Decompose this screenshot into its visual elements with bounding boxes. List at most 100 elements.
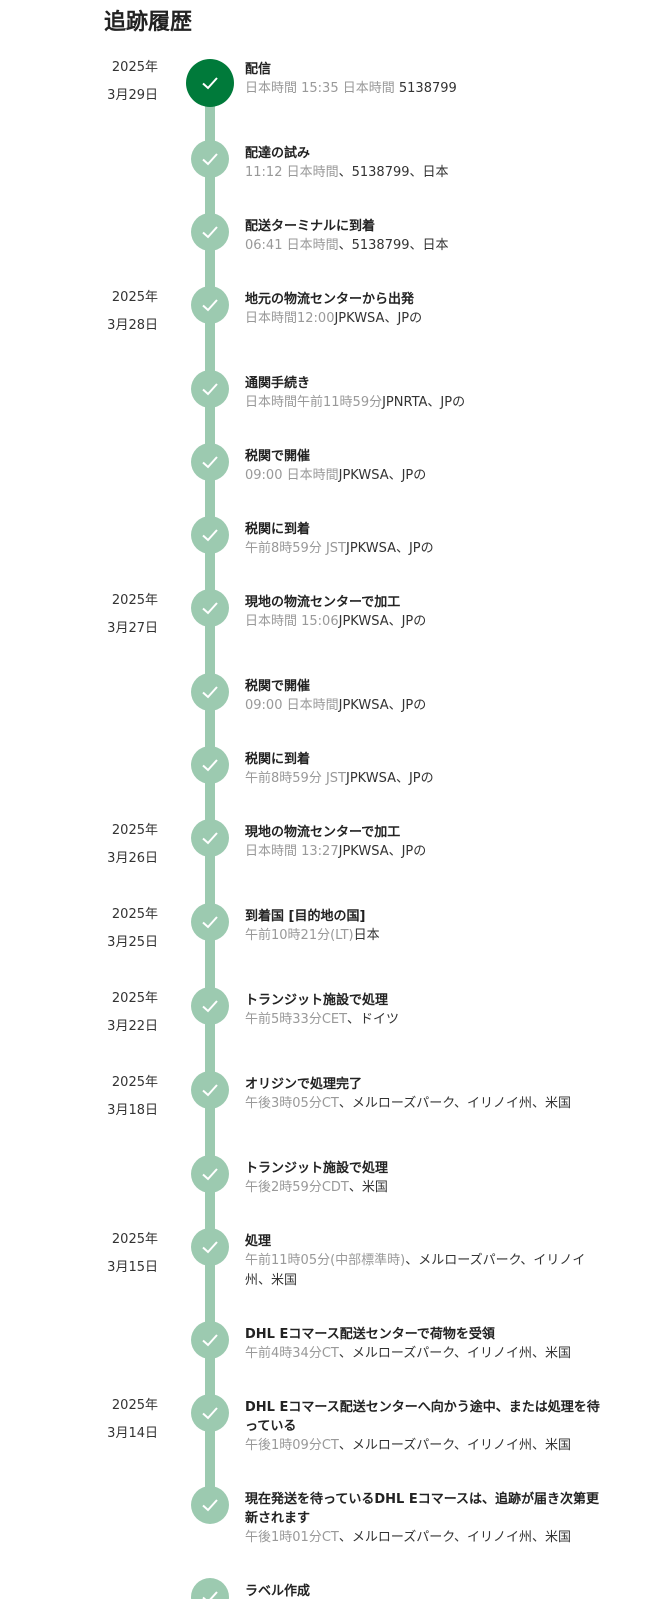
page-title: 追跡履歴	[104, 10, 193, 35]
event-title: DHL Eコマース配送センターで荷物を受領	[245, 1327, 495, 1342]
event-date	[0, 1153, 158, 1198]
event-content: 税関で開催 09:00 日本時間JPKWSA、JPの	[245, 447, 610, 486]
timeline-event: 税関に到着 午前8時59分 JSTJPKWSA、JPの	[0, 746, 665, 823]
event-detail: 日本時間 15:06JPKWSA、JPの	[245, 612, 610, 632]
event-location: JPKWSA、JPの	[338, 844, 427, 859]
completed-check-icon	[191, 1155, 229, 1193]
event-time: 午後1時09分CT	[245, 1438, 339, 1453]
current-status-check-icon	[186, 59, 234, 107]
event-title: 配信	[245, 62, 272, 77]
event-date	[0, 514, 158, 559]
event-title: 税関で開催	[245, 679, 311, 694]
event-detail: 午後2時59分CDT、米国	[245, 1178, 610, 1198]
event-title: 配送ターミナルに到着	[245, 219, 376, 234]
completed-check-icon	[191, 370, 229, 408]
event-year: 2025年	[111, 823, 158, 838]
event-content: DHL Eコマース配送センターで荷物を受領 午前4時34分CT、メルローズパーク…	[245, 1325, 610, 1364]
event-title: オリジンで処理完了	[245, 1077, 363, 1092]
event-content: 税関に到着 午前8時59分 JSTJPKWSA、JPの	[245, 750, 610, 789]
event-time: 日本時間 15:06	[245, 614, 339, 629]
event-date	[0, 211, 158, 256]
timeline-event: 現在発送を待っているDHL Eコマースは、追跡が届き次第更新されます 午後1時0…	[0, 1486, 665, 1582]
event-year: 2025年	[111, 290, 158, 305]
event-detail: 日本時間午前11時59分JPNRTA、JPの	[245, 393, 610, 413]
event-title: 現地の物流センターで加工	[245, 595, 401, 610]
event-time: 午前4時34分CT	[245, 1346, 339, 1361]
event-title: 配達の試み	[245, 146, 311, 161]
event-detail: 午後3時05分CT、メルローズパーク、イリノイ州、米国	[245, 1094, 610, 1114]
event-content: 通関手続き 日本時間午前11時59分JPNRTA、JPの	[245, 374, 610, 413]
event-title: 税関に到着	[245, 522, 311, 537]
timeline-event: 2025年 3月26日 現地の物流センターで加工 日本時間 13:27JPKWS…	[0, 819, 665, 907]
event-title: 税関に到着	[245, 752, 311, 767]
event-location: JPKWSA、JPの	[338, 614, 427, 629]
event-time: 日本時間12:00	[245, 311, 335, 326]
event-location: 、5138799、日本	[338, 165, 449, 180]
event-date: 2025年 3月18日	[0, 1069, 158, 1125]
completed-check-icon	[191, 819, 229, 857]
completed-check-icon	[191, 1394, 229, 1432]
event-day: 3月18日	[107, 1103, 158, 1118]
event-location: JPKWSA、JPの	[345, 771, 434, 786]
event-content: 配送ターミナルに到着 06:41 日本時間、5138799、日本	[245, 217, 610, 256]
timeline-event: DHL Eコマース配送センターで荷物を受領 午前4時34分CT、メルローズパーク…	[0, 1321, 665, 1398]
event-date: 2025年 3月25日	[0, 901, 158, 957]
timeline-event: 税関に到着 午前8時59分 JSTJPKWSA、JPの	[0, 516, 665, 593]
event-detail: 午後1時09分CT、メルローズパーク、イリノイ州、米国	[245, 1436, 610, 1456]
event-date	[0, 138, 158, 183]
timeline-event: 2025年 3月14日 DHL Eコマース配送センターへ向かう途中、または処理を…	[0, 1394, 665, 1490]
event-location: 、メルローズパーク、イリノイ州、米国	[338, 1438, 572, 1453]
event-date	[0, 1484, 158, 1548]
event-year: 2025年	[111, 1398, 158, 1413]
event-detail: 午前5時33分CET、ドイツ	[245, 1010, 610, 1030]
event-year: 2025年	[111, 1232, 158, 1247]
completed-check-icon	[191, 746, 229, 784]
event-date: 2025年 3月14日	[0, 1392, 158, 1456]
event-content: トランジット施設で処理 午前5時33分CET、ドイツ	[245, 991, 610, 1030]
completed-check-icon	[191, 1071, 229, 1109]
event-date	[0, 1576, 158, 1599]
event-date	[0, 1319, 158, 1364]
event-location: JPKWSA、JPの	[338, 698, 427, 713]
timeline-event: 2025年 3月29日 配信 日本時間 15:35 日本時間 5138799	[0, 59, 665, 144]
event-time: 午前5時33分CET	[245, 1012, 348, 1027]
event-date: 2025年 3月15日	[0, 1226, 158, 1291]
event-title: トランジット施設で処理	[245, 993, 389, 1008]
completed-check-icon	[191, 673, 229, 711]
completed-check-icon	[191, 987, 229, 1025]
event-content: 配信 日本時間 15:35 日本時間 5138799	[245, 60, 610, 99]
event-day: 3月15日	[107, 1260, 158, 1275]
event-time: 09:00 日本時間	[245, 698, 339, 713]
completed-check-icon	[191, 903, 229, 941]
event-location: 日本	[353, 928, 380, 943]
event-date	[0, 368, 158, 413]
event-title: 到着国 [目的地の国]	[245, 909, 366, 924]
timeline-event: 配送ターミナルに到着 06:41 日本時間、5138799、日本	[0, 213, 665, 290]
event-detail: 日本時間 13:27JPKWSA、JPの	[245, 842, 610, 862]
event-detail: 09:00 日本時間JPKWSA、JPの	[245, 466, 610, 486]
event-date	[0, 441, 158, 486]
event-day: 3月25日	[107, 935, 158, 950]
completed-check-icon	[191, 286, 229, 324]
completed-check-icon	[191, 589, 229, 627]
completed-check-icon	[191, 213, 229, 251]
event-content: ラベル作成 午後12時41分CT、メルローズパーク、イリノイ州、米国	[245, 1582, 610, 1599]
event-location: 、米国	[348, 1180, 388, 1195]
event-time: 午後1時01分CT	[245, 1530, 339, 1545]
completed-check-icon	[191, 1486, 229, 1524]
event-year: 2025年	[111, 60, 158, 75]
event-time: 日本時間午前11時59分	[245, 395, 383, 410]
event-time: 午前11時05分(中部標準時)	[245, 1253, 406, 1268]
event-time: 午前10時21分(LT)	[245, 928, 354, 943]
event-detail: 11:12 日本時間、5138799、日本	[245, 163, 610, 183]
timeline-event: 通関手続き 日本時間午前11時59分JPNRTA、JPの	[0, 370, 665, 447]
event-location: JPNRTA、JPの	[382, 395, 466, 410]
event-time: 午後3時05分CT	[245, 1096, 339, 1111]
event-date	[0, 671, 158, 716]
event-day: 3月14日	[107, 1426, 158, 1441]
event-content: トランジット施設で処理 午後2時59分CDT、米国	[245, 1159, 610, 1198]
event-title: ラベル作成	[245, 1584, 311, 1599]
timeline-event: 2025年 3月15日 処理 午前11時05分(中部標準時)、メルローズパーク、…	[0, 1228, 665, 1325]
event-content: 現地の物流センターで加工 日本時間 13:27JPKWSA、JPの	[245, 823, 610, 862]
